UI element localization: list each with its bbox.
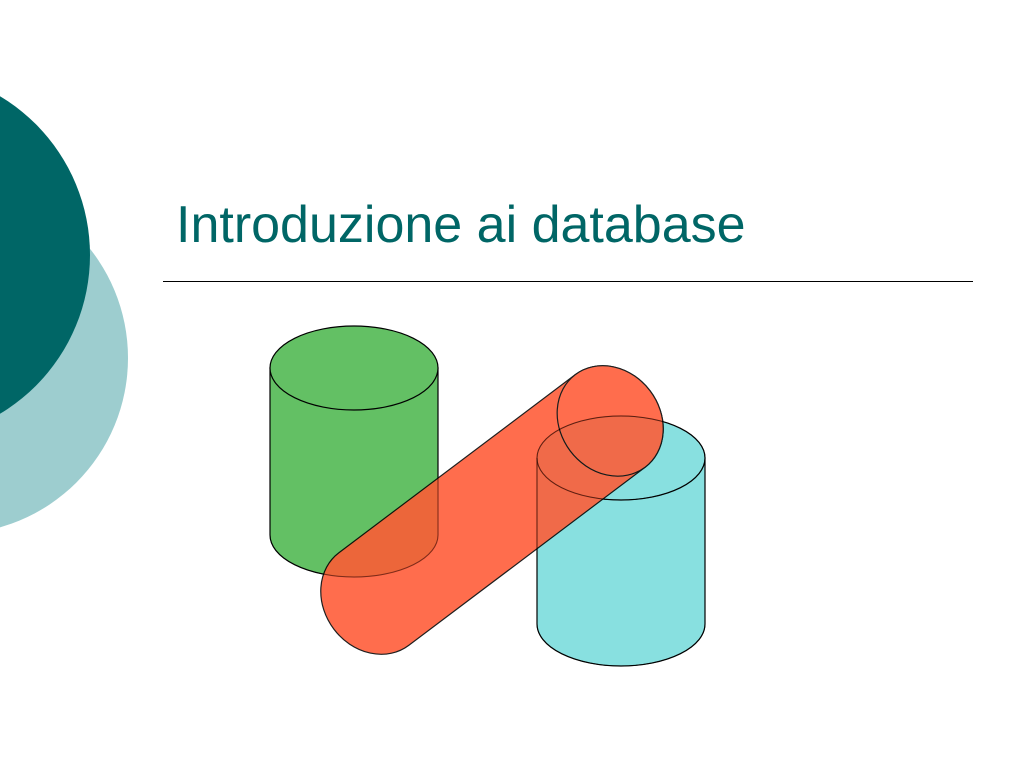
dark-teal-circle bbox=[0, 96, 90, 414]
red-cylinder bbox=[320, 365, 664, 655]
slide-title: Introduzione ai database bbox=[176, 196, 746, 254]
overlap-outlines bbox=[269, 368, 706, 667]
title-divider bbox=[163, 281, 973, 282]
decorative-circles bbox=[0, 96, 128, 528]
